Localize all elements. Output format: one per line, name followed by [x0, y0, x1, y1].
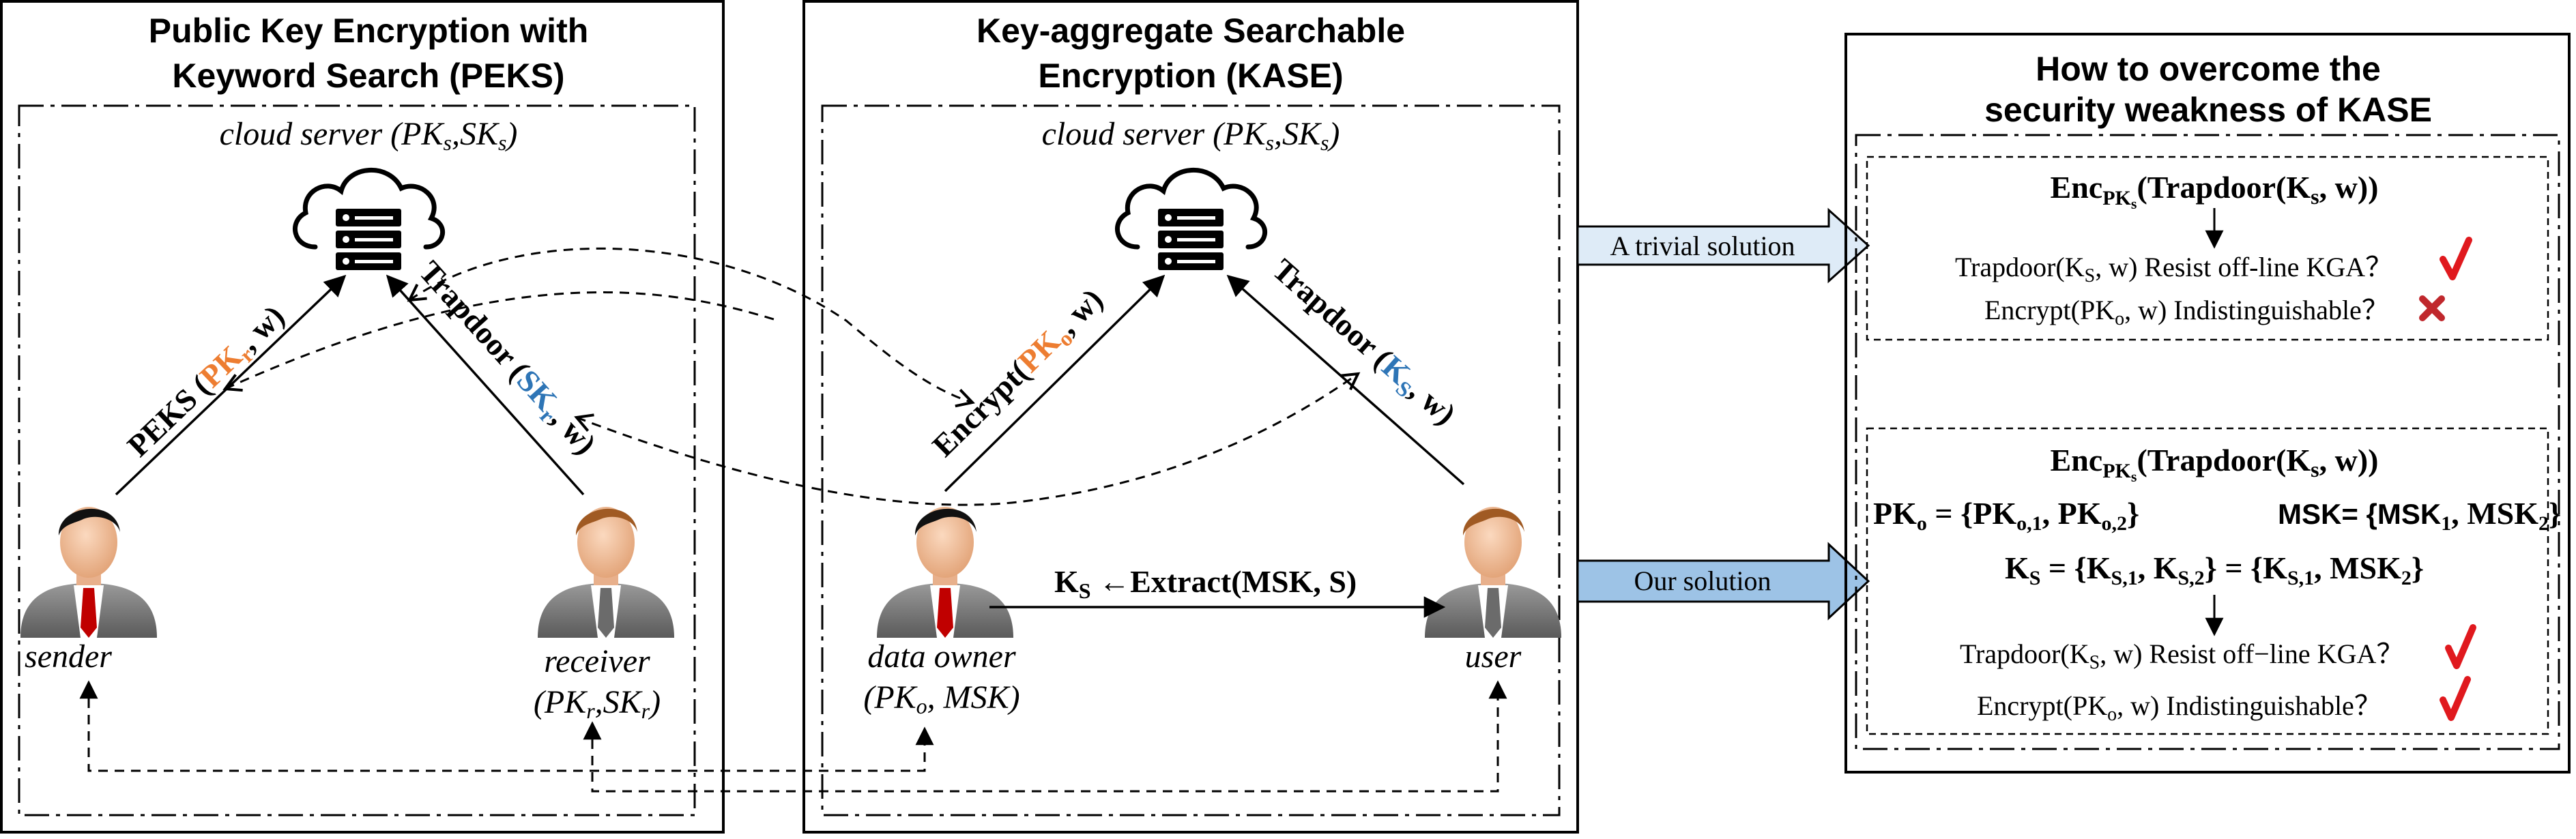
kase-owner-to-cloud-arrow — [944, 274, 1166, 492]
trivial-solution-box — [1866, 156, 2549, 341]
data-owner-keys-label: (PKo, MSK) — [863, 679, 1019, 718]
our-checkmark-icon-2 — [2440, 676, 2471, 721]
kase-title-line1: Key-aggregate Searchable — [976, 12, 1405, 50]
extract-label: KS ←Extract(MSK, S) — [1054, 564, 1357, 603]
ks-formula: KS = {KS,1, KS,2} = {KS,1, MSK2} — [2005, 550, 2424, 589]
peks-cloud-server-icon — [295, 170, 442, 270]
msk-formula: MSK= {MSK1, MSK2} — [2278, 496, 2561, 535]
receiver-label: receiver — [544, 643, 650, 679]
sender-owner-dashed-link — [79, 680, 934, 772]
user-person-icon — [1425, 507, 1561, 638]
user-label: user — [1465, 638, 1522, 675]
kase-cloud-server-icon — [1117, 170, 1264, 270]
receiver-keys-label: (PKr,SKr) — [534, 684, 661, 723]
peks-kase-bottom-dashed-link — [574, 372, 1361, 506]
trivial-line2: Encrypt(PKo, w) Indistinguishable？ — [1984, 295, 2389, 329]
our-enc-formula: EncPKs(Trapdoor(Ks, w)) — [2051, 443, 2379, 485]
our-solution-box — [1866, 427, 2549, 735]
trivial-line1: Trapdoor(KS, w) Resist off-line KGA？ — [1955, 252, 2392, 286]
sender-person-icon — [20, 507, 157, 638]
kase-title-line2: Encryption (KASE) — [1038, 57, 1343, 95]
peks-right-arrow-label: Trapdoor (SKr, w) — [409, 254, 603, 464]
trivial-solution-arrow — [1576, 207, 1870, 284]
overcome-title-line1: How to overcome the — [2036, 50, 2381, 88]
trivial-solution-label: A trivial solution — [1610, 231, 1795, 261]
overcome-inner-frame — [1855, 134, 2560, 750]
trivial-cross-icon — [2419, 295, 2445, 321]
our-line2: Encrypt(PKo, w) Indistinguishable？ — [1977, 690, 2382, 725]
overcome-title-line2: security weakness of KASE — [1984, 91, 2432, 129]
overcome-panel — [1844, 33, 2571, 774]
our-checkmark-icon-1 — [2445, 624, 2476, 669]
kase-left-arrow-label: Encrypt(PKo, w) — [925, 282, 1112, 466]
data-owner-person-icon — [877, 507, 1013, 638]
our-line1: Trapdoor(KS, w) Resist off−line KGA？ — [1960, 638, 2403, 673]
peks-title-line1: Public Key Encryption with — [149, 12, 589, 50]
kase-inner-frame — [821, 104, 1561, 816]
sender-label: sender — [25, 638, 112, 675]
peks-inner-frame — [18, 104, 696, 816]
kase-right-arrow-label: Trapdoor (KS, w) — [1263, 252, 1462, 435]
peks-cloud-label: cloud server (PKs,SKs) — [220, 116, 518, 155]
receiver-person-icon — [538, 507, 674, 638]
kase-cloud-label: cloud server (PKs,SKs) — [1042, 116, 1340, 155]
pk-owner-formula: PKo = {PKo,1, PKo,2} — [1873, 496, 2139, 535]
peks-left-arrow-label: PEKS (PKr, w) — [121, 298, 294, 466]
trivial-checkmark-icon — [2440, 237, 2472, 280]
receiver-user-dashed-link — [583, 680, 1507, 793]
our-solution-arrow — [1576, 542, 1870, 621]
peks-title-line2: Keyword Search (PEKS) — [172, 57, 564, 95]
data-owner-label: data owner — [867, 638, 1016, 675]
our-solution-label: Our solution — [1634, 565, 1771, 596]
trivial-enc-formula: EncPKs(Trapdoor(Ks, w)) — [2051, 170, 2379, 212]
